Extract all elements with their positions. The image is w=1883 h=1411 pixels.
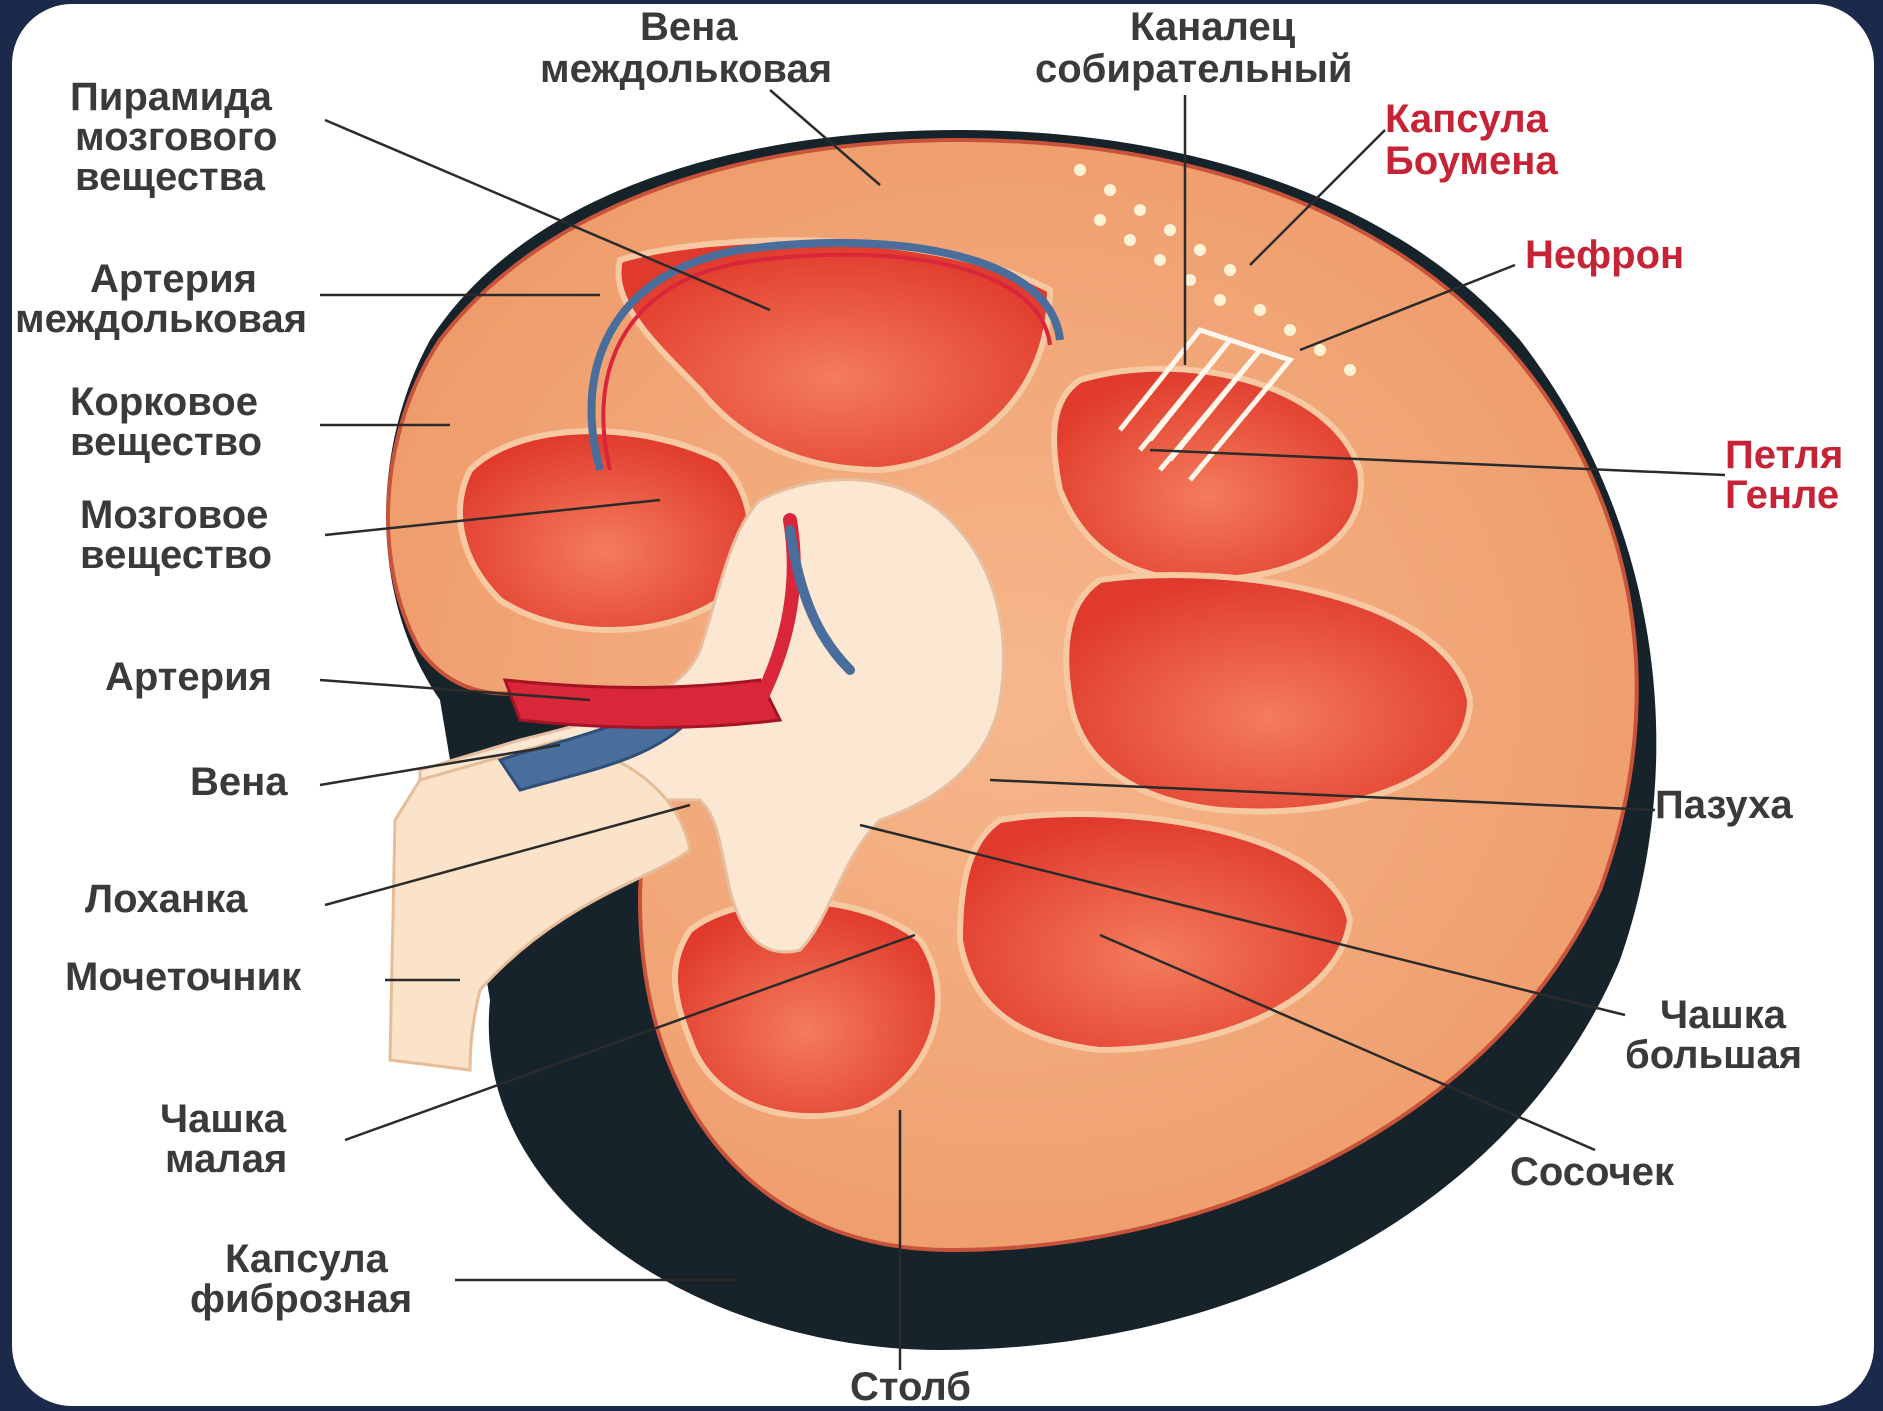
label-line: Мозговое	[80, 493, 268, 537]
label-line: большая	[1625, 1033, 1802, 1077]
label-line: Генле	[1725, 473, 1839, 517]
label-medulla: Мозговое вещество	[80, 493, 272, 577]
label-cortex: Корковое вещество	[70, 380, 262, 464]
label-line: Капсула	[1385, 97, 1549, 141]
label-line: собирательный	[1035, 47, 1352, 91]
label-line: Пирамида	[70, 75, 273, 119]
label-line: Корковое	[70, 380, 258, 424]
label-ureter: Мочеточник	[65, 955, 302, 999]
label-line: Чашка	[1660, 993, 1787, 1037]
label-line: Каналец	[1130, 5, 1296, 49]
label-pelvis: Лоханка	[85, 877, 248, 921]
label-line: фиброзная	[190, 1277, 412, 1321]
label-line: вещество	[70, 420, 262, 464]
pyramid-left	[460, 431, 750, 630]
label-line: Пазуха	[1655, 783, 1793, 827]
label-line: Лоханка	[85, 877, 248, 921]
label-sinus: Пазуха	[1655, 783, 1793, 827]
label-line: Вена	[640, 5, 738, 49]
label-line: Мочеточник	[65, 955, 302, 999]
label-line: вещества	[75, 155, 266, 199]
label-line: Вена	[190, 760, 288, 804]
label-line: Артерия	[105, 655, 272, 699]
label-line: Капсула	[225, 1237, 389, 1281]
label-line: Нефрон	[1525, 233, 1684, 277]
label-line: Боумена	[1385, 139, 1558, 183]
label-artery: Артерия	[105, 655, 272, 699]
label-pyramid: Пирамида мозгового вещества	[70, 75, 277, 199]
label-line: междольковая	[540, 47, 832, 91]
label-line: Чашка	[160, 1097, 287, 1141]
label-calyx-minor: Чашка малая	[160, 1097, 287, 1181]
label-henle-loop: Петля Генле	[1725, 433, 1843, 517]
label-line: междольковая	[15, 297, 307, 341]
label-line: Артерия	[90, 257, 257, 301]
label-line: вещество	[80, 533, 272, 577]
label-column: Столб	[850, 1365, 971, 1409]
label-papilla: Сосочек	[1510, 1150, 1675, 1194]
label-line: малая	[165, 1137, 287, 1181]
label-line: Сосочек	[1510, 1150, 1675, 1194]
label-line: Столб	[850, 1365, 971, 1409]
label-line: мозгового	[75, 115, 277, 159]
renal-artery	[505, 680, 780, 728]
label-nephron: Нефрон	[1525, 233, 1684, 277]
label-capsule-bowman: Капсула Боумена	[1385, 97, 1558, 183]
label-vein: Вена	[190, 760, 288, 804]
label-line: Петля	[1725, 433, 1843, 477]
